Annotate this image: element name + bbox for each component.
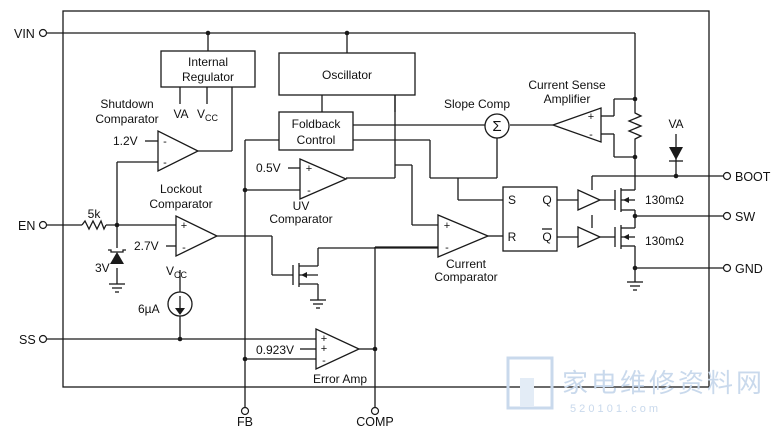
oscillator-block: Oscillator (278, 52, 416, 96)
lockout-threshold-label: 2.7V (134, 239, 159, 253)
regulator-label-1: Internal (188, 55, 228, 69)
error-amp-label: Error Amp (313, 372, 367, 386)
svg-text:-: - (445, 242, 449, 254)
svg-text:+: + (306, 163, 312, 175)
boot-diode: VA (668, 117, 684, 162)
chip-outline (62, 10, 710, 388)
uv-label-2: Comparator (269, 212, 332, 226)
low-side-rdson-label: 130mΩ (645, 234, 684, 248)
current-comp-label-1: Current (446, 257, 487, 271)
ss-discharge-mosfet (292, 263, 318, 287)
error-amplifier: + + - 0.923V Error Amp (256, 327, 367, 386)
regulator-va-label: VA (173, 107, 188, 121)
current-sense-label-1: Current Sense (528, 78, 606, 92)
sr-latch: S R Q Q (502, 186, 558, 252)
internal-regulator-block: Internal Regulator VA VCC (160, 50, 256, 123)
fb-pin-label: FB (237, 415, 253, 429)
boot-pin-label: BOOT (735, 170, 771, 184)
boot-va-label: VA (668, 117, 683, 131)
foldback-label-1: Foldback (292, 117, 342, 131)
slope-comp-summer: Slope Comp Σ (444, 97, 510, 139)
svg-text:-: - (322, 355, 326, 367)
latch-q-label: Q (542, 193, 551, 207)
regulator-label-2: Regulator (182, 70, 234, 84)
en-pin (38, 220, 48, 230)
vin-pin (38, 28, 48, 38)
vin-pin-label: VIN (14, 27, 35, 41)
uv-label-1: UV (293, 199, 310, 213)
ss-pin (38, 334, 48, 344)
sigma-symbol: Σ (492, 118, 501, 135)
low-side-mosfet: 130mΩ (614, 225, 684, 249)
error-amp-reference-label: 0.923V (256, 343, 294, 357)
uv-comparator: + - 0.5V UV Comparator (256, 158, 348, 226)
sw-pin (722, 211, 732, 221)
current-sense-label-2: Amplifier (544, 92, 591, 106)
svg-text:+: + (444, 220, 450, 232)
regulator-vcc-label: VCC (197, 107, 219, 123)
en-pin-label: EN (18, 219, 35, 233)
comp-pin-label: COMP (356, 415, 394, 429)
comp-pin (370, 406, 380, 416)
slope-comp-label: Slope Comp (444, 97, 510, 111)
foldback-label-2: Control (297, 133, 336, 147)
uv-threshold-label: 0.5V (256, 161, 281, 175)
shutdown-threshold-label: 1.2V (113, 134, 138, 148)
svg-text:+: + (181, 220, 187, 232)
pins: VIN EN SS FB COMP BOOT SW GND (14, 27, 771, 429)
svg-text:-: - (163, 136, 167, 148)
shutdown-comparator: Shutdown Comparator - - 1.2V (95, 97, 200, 173)
fb-pin (240, 406, 250, 416)
gnd-pin-label: GND (735, 262, 763, 276)
en-resistor-label: 5k (88, 207, 102, 221)
junctions (114, 30, 679, 362)
svg-text:-: - (163, 157, 167, 169)
latch-r-label: R (508, 230, 517, 244)
foldback-control-block: Foldback Control (278, 111, 354, 151)
high-side-mosfet: 130mΩ (614, 188, 684, 212)
current-source-label: 6µA (138, 302, 160, 316)
lockout-label-2: Comparator (149, 197, 212, 211)
shutdown-label-2: Comparator (95, 112, 158, 126)
ss-pin-label: SS (19, 333, 36, 347)
shutdown-label-1: Shutdown (100, 97, 153, 111)
zener-label: 3V (95, 261, 110, 275)
watermark-logo (506, 356, 554, 410)
svg-text:-: - (182, 242, 186, 254)
current-comparator: + - Current Comparator (434, 214, 498, 284)
watermark-text: 家电维修资料网 (562, 368, 765, 398)
svg-text:+: + (588, 111, 594, 123)
en-input-network: 5k 3V (81, 207, 126, 275)
watermark: 家电维修资料网 5 2 0 1 0 1 . c o m (506, 356, 765, 415)
watermark-url: 5 2 0 1 0 1 . c o m (570, 403, 658, 415)
sense-resistor (627, 110, 643, 142)
current-source-vcc-label: VCC (166, 264, 188, 280)
svg-text:-: - (589, 129, 593, 141)
svg-text:-: - (307, 185, 311, 197)
svg-text:+: + (321, 333, 327, 345)
current-sense-amplifier: Current Sense Amplifier + - (528, 78, 606, 143)
gnd-pin (722, 263, 732, 273)
high-side-rdson-label: 130mΩ (645, 193, 684, 207)
latch-qbar-label: Q (542, 230, 551, 244)
ground-symbols (109, 281, 643, 309)
lockout-comparator: Lockout Comparator + - 2.7V (134, 182, 219, 258)
oscillator-label: Oscillator (322, 68, 372, 82)
current-comp-label-2: Comparator (434, 270, 497, 284)
boot-pin (722, 171, 732, 181)
sw-pin-label: SW (735, 210, 755, 224)
svg-text:+: + (321, 343, 327, 355)
ss-current-source: VCC 6µA (138, 264, 193, 317)
lockout-label-1: Lockout (160, 182, 203, 196)
latch-s-label: S (508, 193, 516, 207)
gate-drivers (577, 188, 602, 249)
